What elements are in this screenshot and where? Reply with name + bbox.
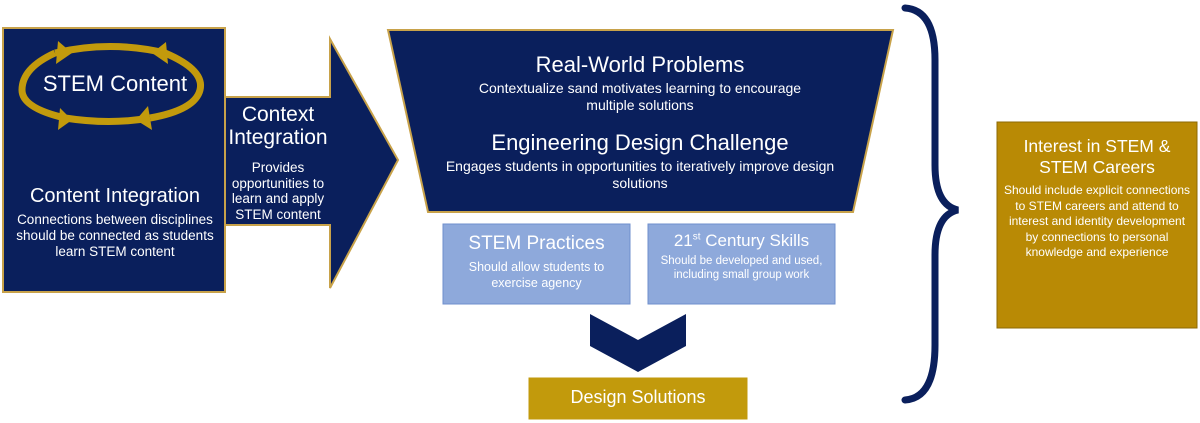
stem-practices-box (442, 223, 631, 305)
context-integration-title: Context Integration (228, 103, 328, 150)
century-skills-number: 21 (673, 231, 693, 250)
context-integration-arrow (224, 35, 400, 289)
interest-title: Interest in STEM & STEM Careers (1023, 136, 1171, 177)
cycle-arrows-icon (18, 41, 205, 130)
interest-box (996, 121, 1198, 329)
stem-practices-description: Should allow students to exercise agency (468, 260, 605, 290)
real-world-problems-description: Contextualize sand motivates learning to… (478, 80, 802, 113)
funnel-trapezoid (386, 29, 895, 213)
design-solutions-label: Design Solutions (570, 387, 706, 407)
grouping-brace (901, 4, 960, 404)
century-skills-ordinal: st (692, 231, 701, 243)
stem-practices-title: STEM Practices (468, 233, 605, 254)
down-chevron-icon (590, 314, 686, 372)
stem-content-label: STEM Content (42, 71, 188, 96)
engineering-design-challenge-description: Engages students in opportunities to ite… (445, 158, 835, 191)
engineering-design-challenge-title: Engineering Design Challenge (491, 130, 789, 155)
content-integration-title: Content Integration (29, 185, 201, 207)
content-integration-description: Connections between disciplines should b… (16, 212, 214, 260)
design-solutions-box (527, 376, 749, 421)
content-integration-box (2, 27, 226, 293)
century-skills-description: Should be developed and used, including … (660, 255, 823, 281)
century-skills-title: 21st Century Skills (648, 231, 835, 250)
real-world-problems-title: Real-World Problems (535, 52, 745, 77)
context-integration-description: Provides opportunities to learn and appl… (231, 160, 325, 222)
century-skills-title-rest: Century Skills (700, 231, 810, 250)
interest-description: Should include explicit connections to S… (1003, 183, 1191, 260)
century-skills-box (647, 223, 836, 305)
